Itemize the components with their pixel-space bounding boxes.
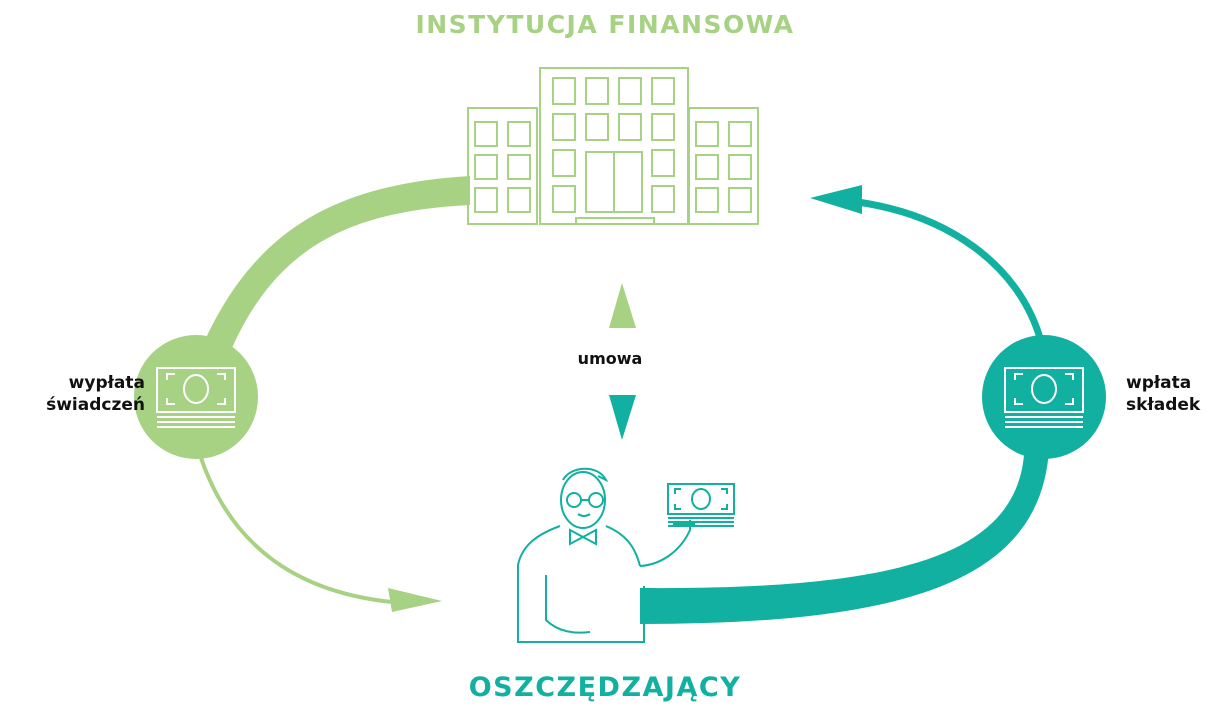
agreement-arrow-up [609, 283, 636, 328]
contribution-flow-lower [640, 450, 1049, 624]
payout-flow-lower [198, 454, 393, 604]
contribution-money-icon [982, 335, 1106, 459]
payout-label: wypłata świadczeń [0, 372, 145, 416]
institution-title: INSTYTUCJA FINANSOWA [415, 10, 795, 39]
payout-label-line2: świadczeń [46, 395, 145, 415]
contribution-label: wpłata składek [1126, 372, 1210, 416]
contribution-flow-upper [849, 197, 1044, 340]
payout-money-icon [134, 335, 258, 459]
payout-arrowhead [388, 588, 442, 612]
contribution-label-line1: wpłata [1126, 373, 1192, 393]
agreement-label: umowa [577, 349, 643, 368]
agreement-arrow-down [609, 395, 636, 440]
payout-label-line1: wypłata [68, 373, 145, 393]
contribution-label-line2: składek [1126, 395, 1201, 415]
person-with-money-icon [517, 467, 735, 643]
bank-building-icon [467, 67, 759, 225]
contribution-arrowhead [810, 185, 862, 214]
saver-title: OSZCZĘDZAJĄCY [468, 672, 742, 703]
payout-flow-upper [205, 176, 470, 348]
